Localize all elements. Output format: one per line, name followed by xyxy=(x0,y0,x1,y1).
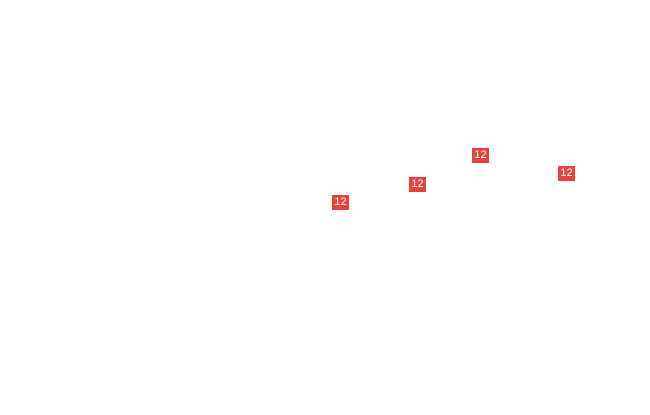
map-marker[interactable]: 12 xyxy=(409,177,426,192)
map-marker[interactable]: 12 xyxy=(558,166,575,181)
map-marker[interactable]: 12 xyxy=(332,195,349,210)
map-marker[interactable]: 12 xyxy=(472,148,489,163)
